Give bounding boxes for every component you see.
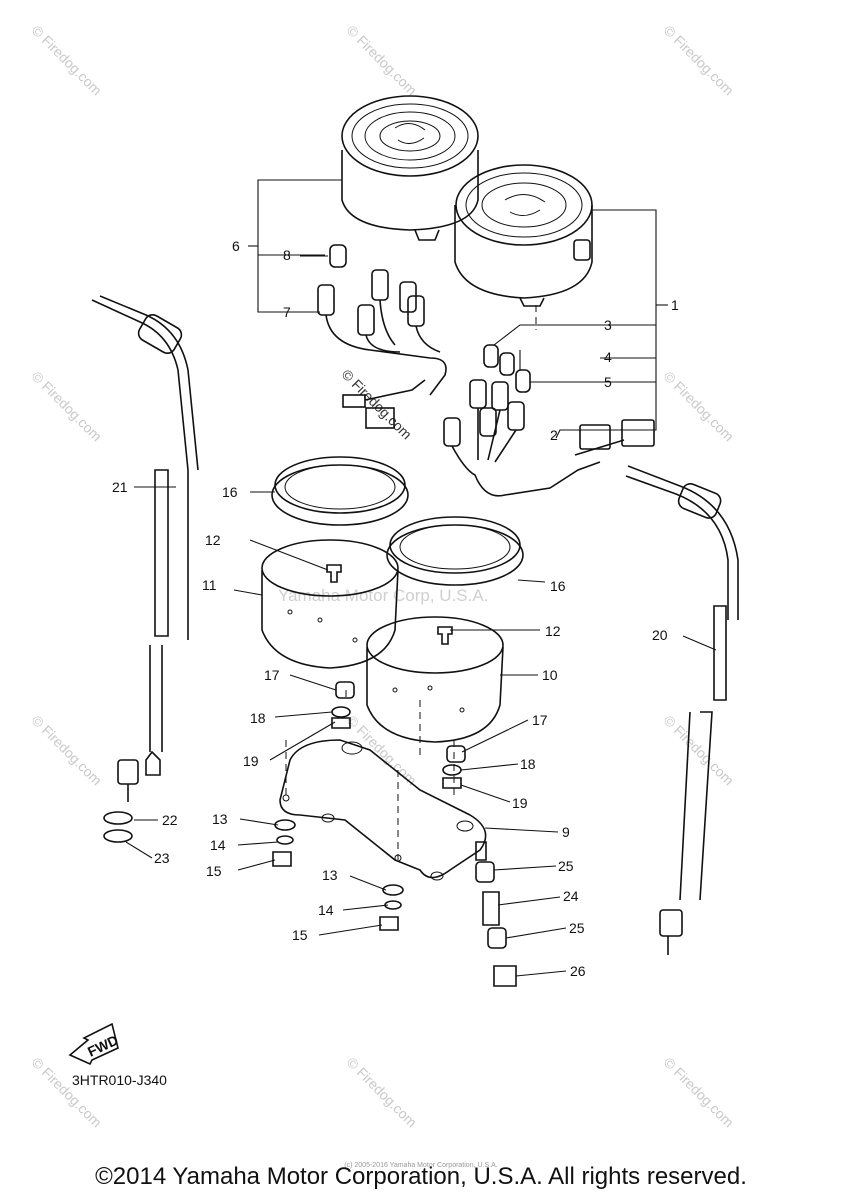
speedometer-bulbs-harness — [443, 344, 655, 497]
speedometer-cushion-16 — [386, 516, 524, 586]
callout-24: 24 — [563, 888, 579, 904]
callout-10: 10 — [542, 667, 558, 683]
tachometer-cable-21 — [91, 295, 199, 802]
fasteners-13-14-15-17-18-19 — [272, 681, 517, 987]
speedometer-gauge — [454, 164, 593, 307]
diagram-code: 3HTR010-J340 — [72, 1072, 167, 1088]
tachometer-gauge — [341, 95, 479, 241]
callout-labels: 1 2 3 4 5 6 7 8 9 10 11 12 12 13 13 14 1… — [112, 238, 679, 979]
callout-2: 2 — [550, 427, 558, 443]
bulb-8 — [329, 244, 347, 268]
leader-lines — [125, 255, 717, 977]
callout-23: 23 — [154, 850, 170, 866]
callout-15-left: 15 — [206, 863, 222, 879]
callout-6-bracket — [248, 179, 342, 313]
callout-22: 22 — [162, 812, 178, 828]
callout-1: 1 — [671, 297, 679, 313]
callout-18-left: 18 — [250, 710, 266, 726]
center-watermark: Yamaha Motor Corp, U.S.A. — [278, 586, 489, 605]
tach-case-11 — [261, 539, 399, 669]
callout-21: 21 — [112, 479, 128, 495]
tach-wire-harness — [317, 269, 447, 429]
callout-19-left: 19 — [243, 753, 259, 769]
callout-12-tach: 12 — [205, 532, 221, 548]
callout-16-speedo: 16 — [550, 578, 566, 594]
callout-3: 3 — [604, 317, 612, 333]
callout-14-left: 14 — [210, 837, 226, 853]
speedometer-case-10 — [366, 616, 504, 743]
fwd-arrow-icon: FWD — [68, 1022, 121, 1066]
screws-12 — [326, 564, 453, 645]
callout-4: 4 — [604, 349, 612, 365]
clip-22-oring-23 — [103, 811, 133, 843]
callout-20: 20 — [652, 627, 668, 643]
callout-7: 7 — [283, 304, 291, 320]
callout-9: 9 — [562, 824, 570, 840]
callout-15-right: 15 — [292, 927, 308, 943]
callout-5: 5 — [604, 374, 612, 390]
callout-1-bracket — [493, 209, 668, 439]
callout-17-right: 17 — [532, 712, 548, 728]
callout-12-speedo: 12 — [545, 623, 561, 639]
callout-8: 8 — [283, 247, 291, 263]
tiny-copyright-note: (c) 2005-2016 Yamaha Motor Corporation, … — [344, 1162, 498, 1169]
callout-6: 6 — [232, 238, 240, 254]
callout-25-upper: 25 — [558, 858, 574, 874]
copyright-notice: ©2014 Yamaha Motor Corporation, U.S.A. A… — [95, 1163, 747, 1190]
callout-11: 11 — [202, 577, 217, 593]
callout-13-right: 13 — [322, 867, 338, 883]
callout-13-left: 13 — [212, 811, 228, 827]
meter-bracket-9 — [279, 690, 487, 881]
tach-cushion-16 — [271, 456, 409, 526]
callout-25-lower: 25 — [569, 920, 585, 936]
callout-26: 26 — [570, 963, 586, 979]
callout-16-tach: 16 — [222, 484, 238, 500]
speedometer-cable-20 — [625, 465, 739, 955]
callout-18-right: 18 — [520, 756, 536, 772]
callout-19-right: 19 — [512, 795, 528, 811]
callout-14-right: 14 — [318, 902, 334, 918]
callout-17-left: 17 — [264, 667, 280, 683]
